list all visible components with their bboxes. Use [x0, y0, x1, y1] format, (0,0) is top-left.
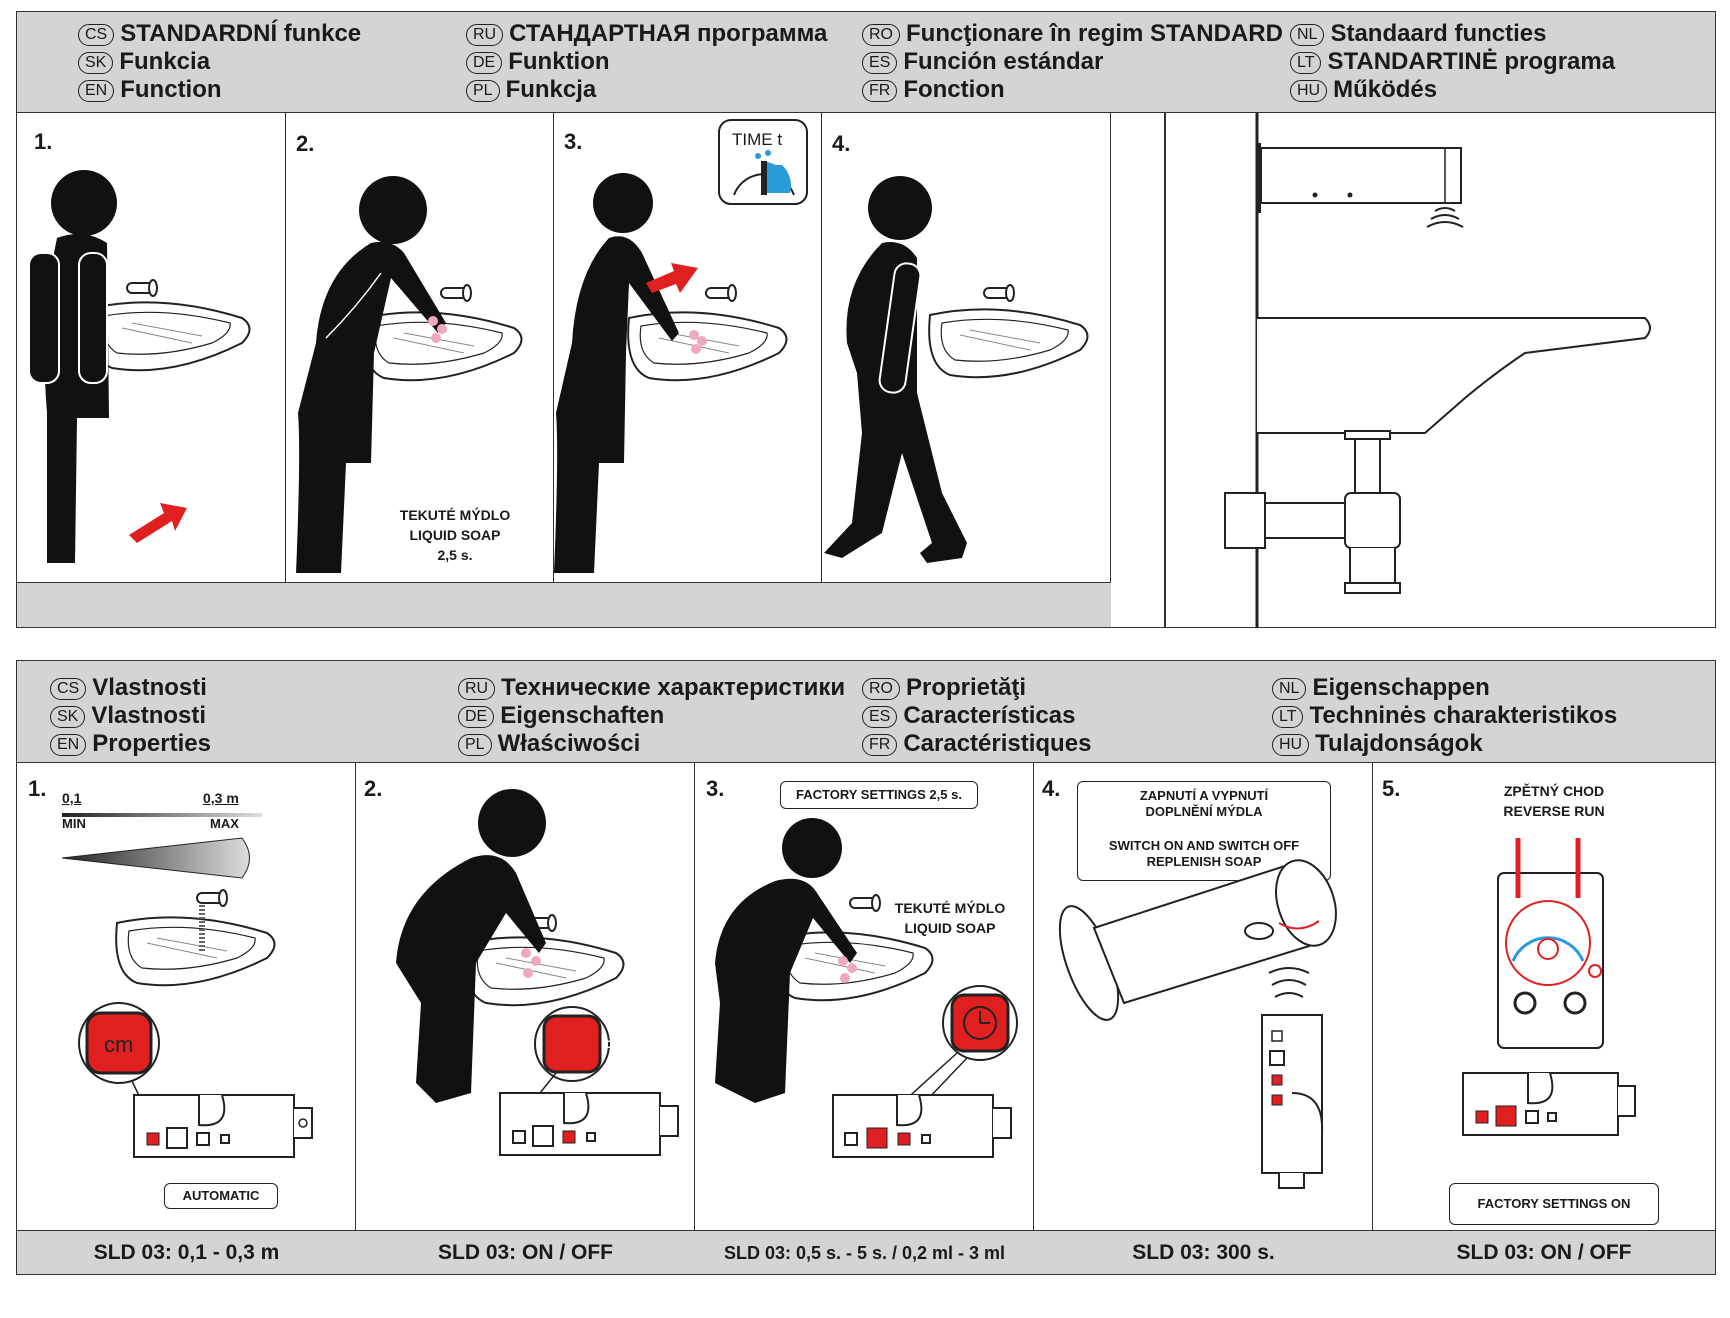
prop-panel-4 [1034, 763, 1373, 1274]
onoff-button-label: ON/OFF [605, 1039, 647, 1051]
prop-step-1: 1. [28, 776, 47, 801]
prop-footer-bar [17, 1230, 1715, 1274]
automatic-label: AUTOMATIC [164, 1183, 278, 1209]
factory-settings-label: FACTORY SETTINGS 2,5 s. [780, 781, 978, 809]
footer-300s: SLD 03: 300 s. [1132, 1241, 1275, 1264]
controller-box-1 [133, 1094, 313, 1158]
standard-function-section [16, 11, 1716, 628]
prop-panel-1 [17, 763, 356, 1274]
timer-setting-illustration [715, 818, 1018, 1158]
range-min-value: 0,1 [62, 790, 82, 806]
side-view-technical-drawing [1224, 113, 1651, 628]
prop-panel-3 [695, 763, 1034, 1274]
prop-panel-2 [356, 763, 695, 1274]
onoff-washing-illustration [396, 789, 679, 1156]
top-footer-bar [17, 582, 1111, 627]
top-panel-3 [554, 113, 822, 582]
range-beam-illustration [61, 813, 313, 1158]
tap-sensor-illustration [1058, 859, 1337, 1189]
timer-icon [718, 119, 808, 205]
footer-onoff: SLD 03: ON / OFF [437, 1241, 613, 1264]
prop-step-3: 3. [706, 776, 725, 801]
top-panel-2 [286, 113, 554, 582]
prop-step-4: 4. [1042, 776, 1061, 801]
top-panel-1 [17, 113, 286, 582]
footer-onoff-2: SLD 03: ON / OFF [1456, 1241, 1632, 1264]
person-standing-illustration [28, 170, 251, 563]
range-max-label: MAX [210, 816, 239, 831]
person-rinsing-illustration [554, 119, 808, 573]
person-walking-illustration [824, 176, 1089, 563]
range-max-value: 0,3 m [203, 790, 239, 806]
reverse-run-caption: ZPĚTNÝ CHOD REVERSE RUN [1503, 783, 1605, 819]
footer-timing: SLD 03: 0,5 s. - 5 s. / 0,2 ml - 3 ml [723, 1243, 1006, 1263]
factory-settings-on-label: FACTORY SETTINGS ON [1449, 1183, 1659, 1225]
cm-button-label: cm [104, 1032, 134, 1057]
step-4-number: 4. [832, 131, 851, 156]
wall-divider [1164, 113, 1166, 628]
prop-step-2: 2. [364, 776, 383, 801]
step-1-number: 1. [34, 129, 53, 154]
footer-range: SLD 03: 0,1 - 0,3 m [93, 1241, 280, 1264]
liquid-soap-caption-2: TEKUTÉ MÝDLO LIQUID SOAP [894, 900, 1006, 936]
step-2-number: 2. [296, 131, 315, 156]
step-3-number: 3. [564, 129, 583, 154]
prop-step-5: 5. [1382, 776, 1401, 801]
top-panel-4 [822, 113, 1111, 628]
range-min-label: MIN [62, 816, 86, 831]
person-washing-illustration [296, 176, 523, 573]
timer-label: TIME t [732, 130, 783, 149]
properties-section [16, 660, 1716, 1275]
liquid-soap-caption: TEKUTÉ MÝDLO LIQUID SOAP 2,5 s. [399, 507, 511, 563]
pump-reverse-illustration [1462, 838, 1636, 1136]
